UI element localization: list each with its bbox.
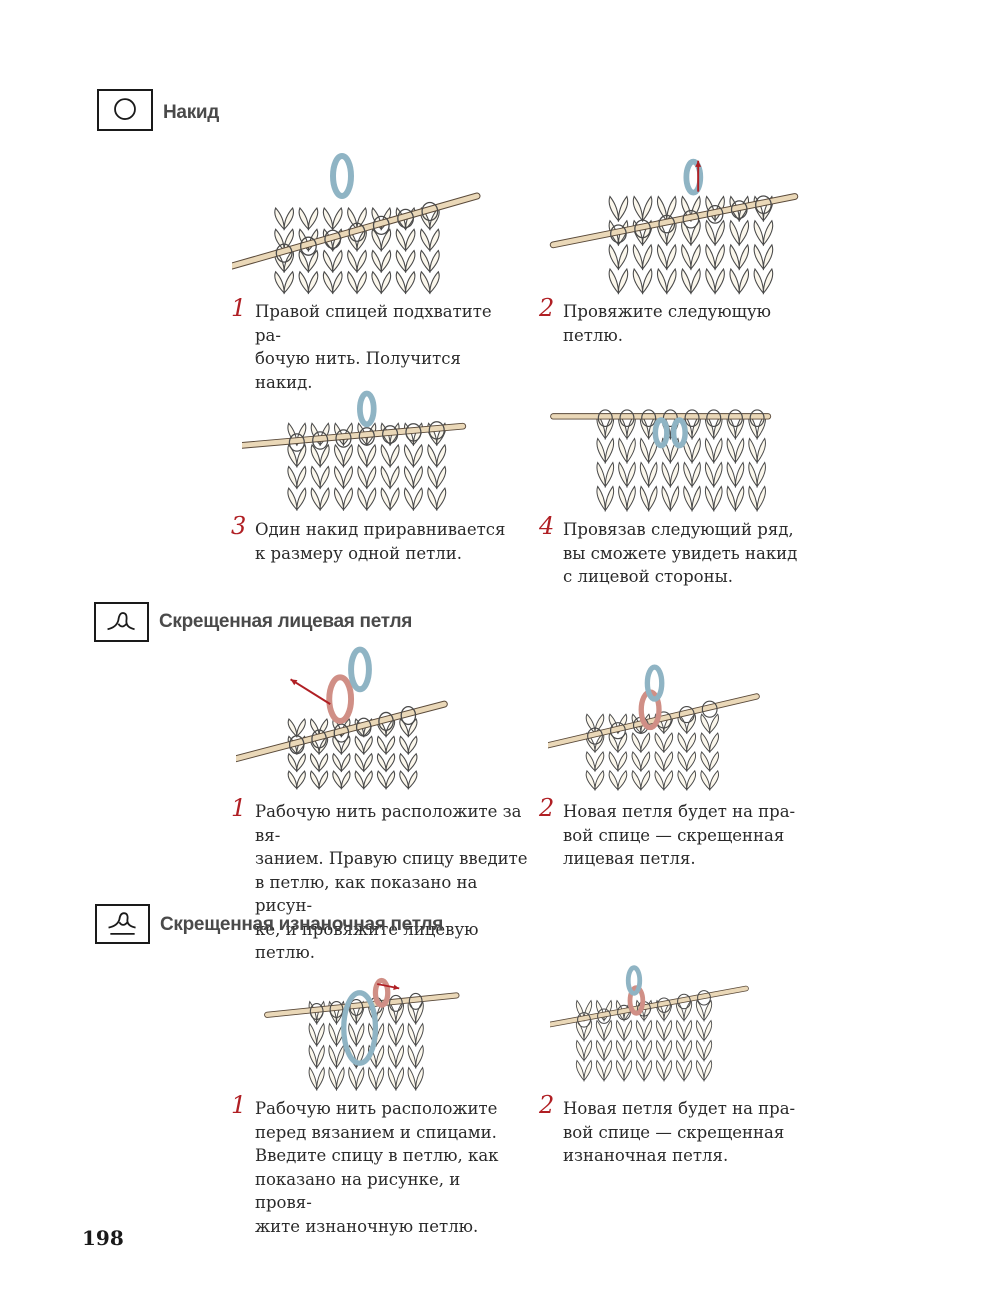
step-text-line: лицевая петля.: [563, 849, 696, 868]
twisted-knit-step-1-illustration: [236, 643, 484, 795]
yarn-over-step-1-illustration: [232, 148, 482, 298]
step-text-line: Новая петля будет на пра-: [563, 802, 796, 821]
knitting-illustration: [264, 977, 460, 1092]
section-title-twisted-knit: Скрещенная лицевая петля: [159, 611, 413, 632]
step-text-line: жите изнаночную петлю.: [255, 1216, 479, 1236]
step-text-line: в петлю, как показано на рисун-: [255, 872, 478, 916]
step-text-line: Рабочую нить расположите: [255, 1099, 498, 1118]
step-text-line: вой спице — скрещенная: [563, 825, 785, 845]
section-title-twisted-purl: Скрещенная изнаночная петля: [160, 914, 444, 935]
step-text-line: изнаночная петля.: [563, 1146, 729, 1165]
step-text: Новая петля будет на пра- вой спице — ск…: [563, 1097, 795, 1168]
step-text-line: к размеру одной петли.: [255, 543, 462, 563]
step-text: Провязав следующий ряд, вы сможете увиде…: [563, 518, 797, 589]
twisted-purl-step-2-illustration: [550, 955, 750, 1094]
step-text-line: Рабочую нить расположите за вя-: [255, 802, 522, 845]
yarn-over-step-4-illustration: [545, 378, 790, 515]
step-text: Один накид приравнивается к размеру одно…: [255, 518, 505, 565]
step-text-line: вы сможете увидеть накид: [563, 543, 798, 563]
step-text-line: занием. Правую спицу введите: [255, 849, 528, 868]
knitting-illustration: [549, 158, 799, 295]
page-number: 198: [82, 1226, 124, 1250]
step-text: Рабочую нить расположите перед вязанием …: [255, 1097, 521, 1238]
step-text-line: вой спице — скрещенная: [563, 1122, 785, 1142]
step-text: Провяжите следующую петлю.: [563, 300, 771, 347]
knitting-illustration: [548, 664, 760, 791]
step-number: 4: [539, 512, 555, 540]
knitting-illustration: [236, 646, 448, 790]
twisted-knit-symbol: [94, 602, 149, 642]
step-text-line: Провяжите следующую: [563, 302, 772, 321]
circle-symbol-icon: [114, 98, 136, 120]
yarn-over-symbol: [97, 89, 153, 131]
step-text-line: ке, и провяжите лицевую петлю.: [255, 919, 479, 963]
twisted-knit-symbol-icon: [107, 612, 135, 631]
step-number: 1: [231, 294, 247, 322]
step-text-line: бочую нить. Получится накид.: [255, 349, 461, 392]
step-text: Новая петля будет на пра- вой спице — ск…: [563, 800, 795, 871]
twisted-purl-symbol-icon: [108, 912, 136, 935]
step-text: Правой спицей подхватите ра- бочую нить.…: [255, 300, 521, 394]
step-text-line: петлю.: [563, 325, 623, 345]
step-number: 3: [231, 512, 247, 540]
step-number: 2: [539, 794, 555, 822]
yarn-over-step-3-illustration: [242, 370, 482, 515]
twisted-purl-step-1-illustration: [240, 962, 488, 1094]
section-title-yarn-over: Накид: [163, 102, 220, 123]
step-text-line: Введите спицу в петлю, как: [255, 1146, 499, 1165]
step-text-line: Правой спицей подхватите ра-: [255, 302, 492, 345]
twisted-knit-step-2-illustration: [548, 660, 770, 795]
knitting-illustration: [232, 153, 481, 295]
step-number: 1: [231, 1091, 247, 1119]
step-text-line: Один накид приравнивается: [255, 520, 506, 539]
step-text-line: показано на рисунке, и провя-: [255, 1169, 461, 1213]
step-number: 1: [231, 794, 247, 822]
knitting-illustration: [550, 409, 772, 512]
step-text-line: перед вязанием и спицами.: [255, 1122, 497, 1142]
knitting-illustration: [550, 965, 749, 1082]
yarn-over-step-2-illustration: [545, 153, 803, 298]
step-text-line: с лицевой стороны.: [563, 567, 733, 586]
step-text-line: Новая петля будет на пра-: [563, 1099, 796, 1118]
step-number: 2: [539, 294, 555, 322]
knitting-illustration: [242, 390, 467, 512]
step-text-line: Провязав следующий ряд,: [563, 520, 794, 539]
twisted-purl-symbol: [95, 904, 150, 944]
step-number: 2: [539, 1091, 555, 1119]
step-text: Рабочую нить расположите за вя- занием. …: [255, 800, 531, 965]
